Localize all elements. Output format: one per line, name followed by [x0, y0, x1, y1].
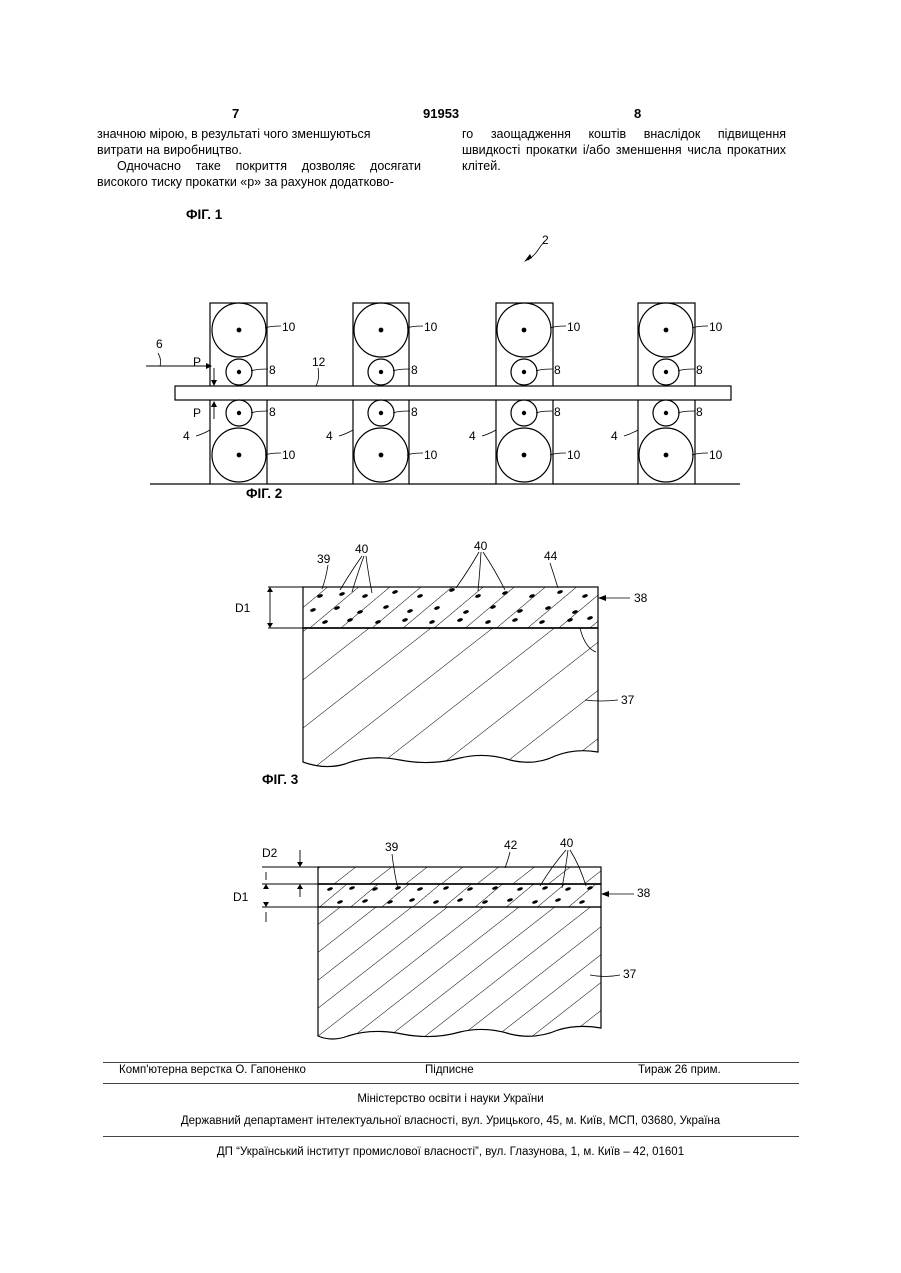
- fig1-ref-work-8: 8: [696, 405, 703, 419]
- fig2-thickness: D1: [235, 601, 251, 615]
- fig3-thickness-coating: D1: [233, 890, 249, 904]
- fig1-pressure-bottom: P: [193, 406, 201, 420]
- fig3-thickness-top: D2: [262, 846, 278, 860]
- footer-signed: Підписне: [425, 1064, 474, 1076]
- fig1-strip: [175, 386, 731, 400]
- fig1-ref-work-4: 8: [696, 363, 703, 377]
- footer-circulation: Тираж 26 прим.: [638, 1064, 721, 1076]
- fig1-ref-backup-3: 10: [567, 320, 581, 334]
- fig3-ref-substrate: 37: [623, 967, 637, 981]
- fig1-ref-backup-5: 10: [282, 448, 296, 462]
- fig3-ref-top-layer: 42: [504, 838, 518, 852]
- fig3-ref-particles: 40: [560, 836, 574, 850]
- fig1-ref-backup-8: 10: [709, 448, 723, 462]
- fig2-ref-particles-1: 40: [355, 542, 369, 556]
- footer-typesetter: Комп'ютерна верстка О. Гапоненко: [119, 1064, 306, 1076]
- fig2-ref-particles-2: 40: [474, 539, 488, 553]
- fig1-ref-strip-in: 6: [156, 337, 163, 351]
- footer-rule-2: [103, 1083, 799, 1084]
- fig1-ref-stand-4: 4: [611, 429, 618, 443]
- fig1-ref-backup-2: 10: [424, 320, 438, 334]
- fig3-ref-coating: 38: [637, 886, 651, 900]
- fig1-ref-work-3: 8: [554, 363, 561, 377]
- fig1-pressure-top: P: [193, 355, 201, 369]
- fig2-ref-substrate: 37: [621, 693, 635, 707]
- fig2-ref-surface: 44: [544, 549, 558, 563]
- fig2-ref-coating: 38: [634, 591, 648, 605]
- fig1-ref-strip: 12: [312, 355, 326, 369]
- fig1-ref-assembly: 2: [542, 233, 549, 247]
- fig1-ref-work-2: 8: [411, 363, 418, 377]
- fig1-ref-backup-6: 10: [424, 448, 438, 462]
- fig3-cross-section: [262, 850, 634, 1039]
- fig1-ref-stand-1: 4: [183, 429, 190, 443]
- fig1-ref-work-6: 8: [411, 405, 418, 419]
- fig1-ref-backup-4: 10: [709, 320, 723, 334]
- fig1-ref-stand-3: 4: [469, 429, 476, 443]
- fig2-title: ФІГ. 2: [246, 486, 282, 501]
- fig2-ref-matrix: 39: [317, 552, 331, 566]
- fig1-ref-work-7: 8: [554, 405, 561, 419]
- fig1-ref-stand-2: 4: [326, 429, 333, 443]
- fig1-ref-backup-1: 10: [282, 320, 296, 334]
- footer-department: Державний департамент інтелектуальної вл…: [0, 1115, 901, 1127]
- fig1-ref-backup-7: 10: [567, 448, 581, 462]
- footer-institute: ДП “Український інститут промислової вла…: [0, 1146, 901, 1158]
- fig3-ref-matrix: 39: [385, 840, 399, 854]
- fig1-ref-work-1: 8: [269, 363, 276, 377]
- fig1-rolling-mill: [146, 241, 740, 484]
- fig2-cross-section: [267, 552, 630, 767]
- fig1-ref-work-5: 8: [269, 405, 276, 419]
- footer-rule-1: [103, 1062, 799, 1063]
- footer-ministry: Міністерство освіти і науки України: [0, 1093, 901, 1105]
- fig3-title: ФІГ. 3: [262, 772, 298, 787]
- footer-rule-3: [103, 1136, 799, 1137]
